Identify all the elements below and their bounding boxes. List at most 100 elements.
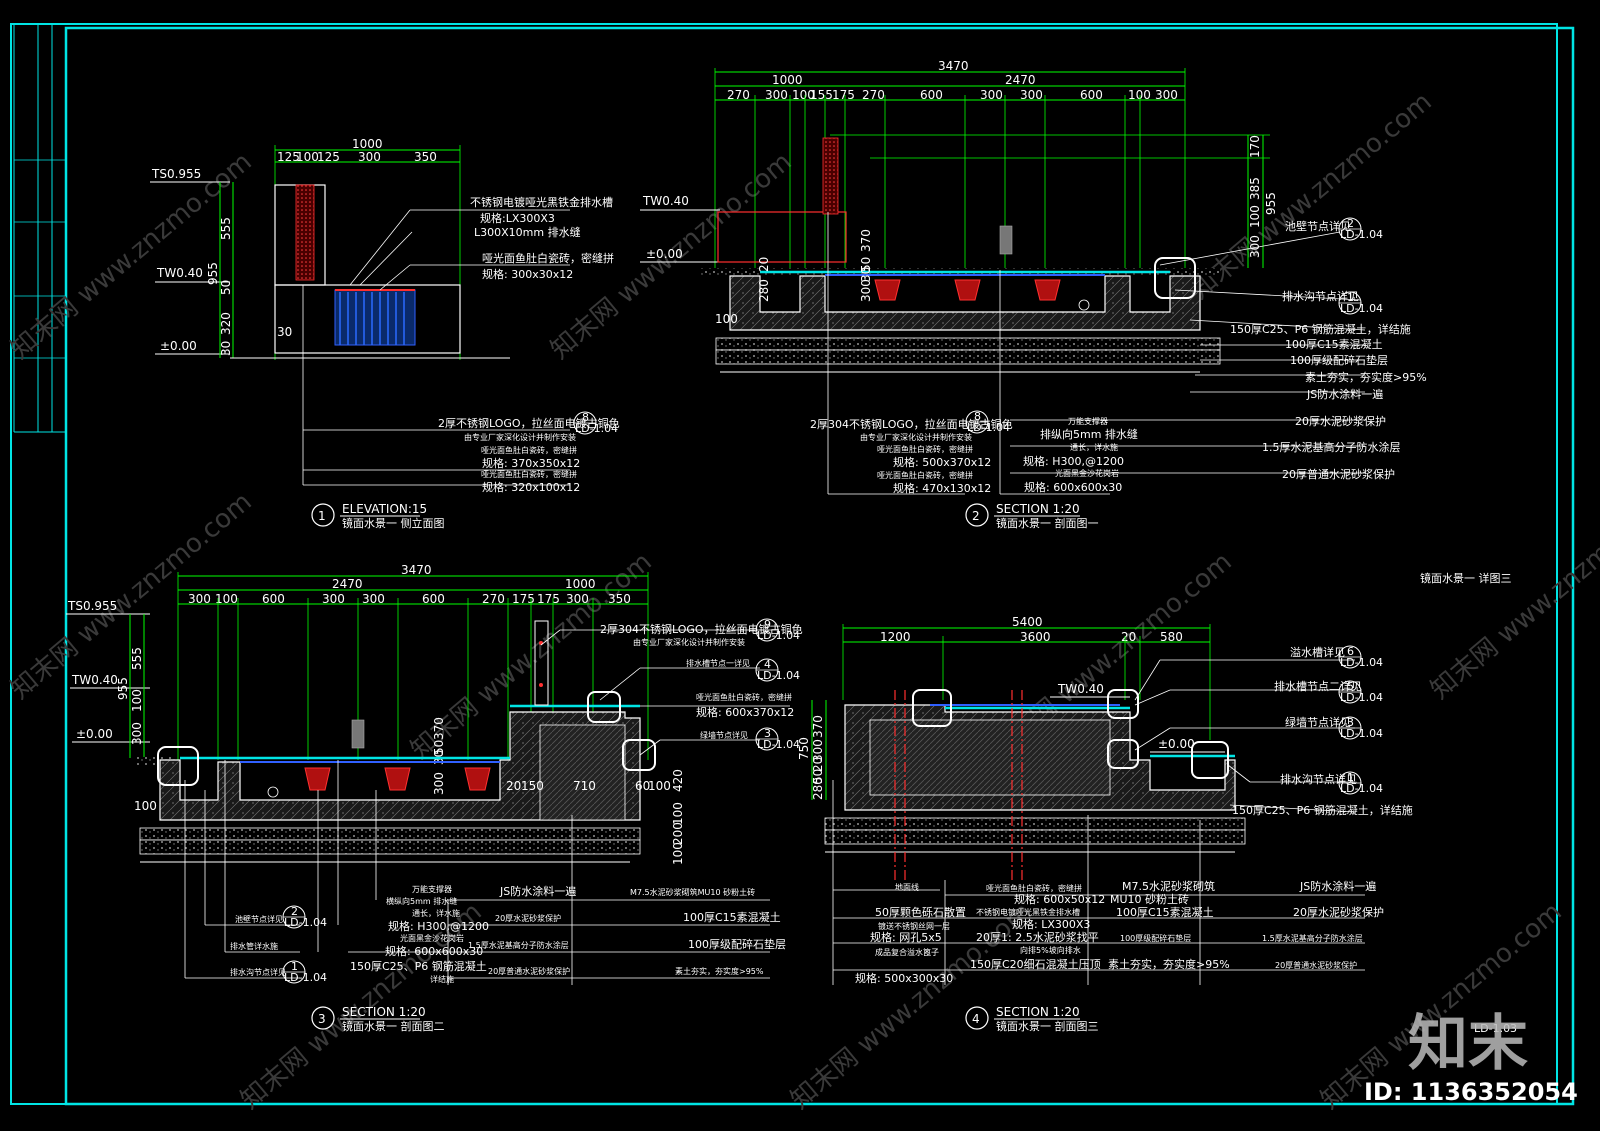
v2-rnote-10: 20厚普通水泥砂浆保护 (1282, 467, 1395, 481)
v2-rdim-300: 300 (1248, 235, 1262, 258)
v2-sub-dim: 300 (765, 88, 788, 102)
v3-sub-dim: 600 (262, 592, 285, 606)
view1-elevation: 1000 125 100 125 300 350 TS0.955 TW0.40 … (150, 137, 620, 530)
v3-bnote-9: JS防水涂料一遍 (499, 884, 576, 898)
v1-callout-5: 哑光面鱼肚白瓷砖，密缝拼 (481, 469, 577, 479)
v2-subtitle: 镜面水景一 剖面图一 (996, 516, 1099, 530)
v1-note-4: 哑光面鱼肚白瓷砖，密缝拼 (482, 251, 614, 265)
v2-ldim-20: 20 (757, 257, 771, 272)
v3-tag2-sheet: LD-1.04 (757, 669, 800, 682)
v3-bnote-15: 100厚级配碎石垫层 (688, 937, 786, 951)
v4-dim-580: 580 (1160, 630, 1183, 644)
v4-bnote-13: 150厚C20细石混凝土压顶 (970, 957, 1101, 971)
v4-dim-3600: 3600 (1020, 630, 1051, 644)
v4-rnote-5: 150厚C25、P6 钢筋混凝土，详结施 (1232, 803, 1413, 817)
v2-title: SECTION 1:20 (996, 502, 1080, 516)
v1-title: ELEVATION:15 (342, 502, 427, 516)
v3-mdim-420: 420 (671, 769, 685, 792)
v4-bnote-5: 成品复合溢水篦子 (875, 947, 939, 957)
v2-bnote-8: 排纵向5mm 排水缝 (1040, 427, 1138, 441)
v2-rnote-1: 池壁节点详见 (1285, 219, 1351, 233)
v3-ldim-955: 955 (116, 677, 130, 700)
v1-level-tw: TW0.40 (156, 266, 203, 280)
v4-ldim-280: 280 (811, 777, 825, 800)
v3-mdim-200: 200 (671, 822, 685, 845)
v2-bnote-2: 由专业厂家深化设计并制作安装 (860, 432, 972, 442)
v2-bnote-1: 2厚304不锈钢LOGO，拉丝面电镀古铜色 (810, 417, 1013, 431)
v3-tag3-num: 3 (764, 727, 771, 740)
v2-rdim-100: 100 (1248, 205, 1262, 228)
v3-level-ts: TS0.955 (67, 599, 117, 613)
v4-bnote-18: 素土夯实，夯实度>95% (1108, 957, 1230, 971)
v2-sub-dim: 100 (1128, 88, 1151, 102)
v2-sub-dim: 600 (1080, 88, 1103, 102)
v1-dim-d: 300 (358, 150, 381, 164)
v1-inner-dim: 30 (277, 325, 292, 339)
v2-tag1-num: 2 (1347, 217, 1354, 230)
v2-tag2-sheet: LD-1.04 (1340, 302, 1383, 315)
v4-dim-1200: 1200 (880, 630, 911, 644)
v2-rnote-8: 20厚水泥砂浆保护 (1295, 414, 1386, 428)
v4-bnote-8: 规格: 600x50x12 (1014, 892, 1105, 906)
v2-bnote-4: 规格: 500x370x12 (893, 455, 991, 469)
v4-tag3-sheet: LD-1.04 (1340, 727, 1383, 740)
v3-lnote-3: 排水沟节点详见 (230, 967, 286, 977)
v4-title: SECTION 1:20 (996, 1005, 1080, 1019)
v4-bnote-4: 规格: 网孔5x5 (870, 930, 942, 944)
v2-rnote-5: 100厚级配碎石垫层 (1290, 353, 1388, 367)
brand-logo: 知末 (1408, 1009, 1528, 1079)
v2-bnote-3: 哑光面鱼肚白瓷砖，密缝拼 (877, 444, 973, 454)
v3-sub-dim: 175 (537, 592, 560, 606)
v3-sub-dim: 300 (322, 592, 345, 606)
v3-bnote-7: 150厚C25、P6 钢筋混凝土 (350, 959, 487, 973)
v3-bnote-1: 万能支撑器 (412, 884, 452, 894)
v2-sub-dim: 155 (810, 88, 833, 102)
v2-sub-dim: 270 (727, 88, 750, 102)
view2-section: 3470 1000 2470 270 300 100 155 175 270 6… (640, 59, 1427, 530)
v2-ldim-50: 50 (859, 257, 873, 272)
v4-bnote-20: 20厚水泥砂浆保护 (1293, 905, 1384, 919)
v2-tag3-num: 8 (974, 410, 981, 423)
v3-mdim-710: 710 (573, 779, 596, 793)
v4-ldim-50: 50 (811, 769, 825, 784)
v3-mdim-100b: 100 (671, 802, 685, 825)
v3-ldim-370: 370 (432, 717, 446, 740)
v3-bnote-2: 横纵向5mm 排水缝 (386, 896, 457, 906)
v2-sub-dim: 270 (862, 88, 885, 102)
v3-mdim-150: 150 (521, 779, 544, 793)
v3-ldim-300b: 300 (432, 772, 446, 795)
v2-tag3-sheet: LD-1.04 (967, 421, 1010, 434)
v2-rdim-385: 385 (1248, 177, 1262, 200)
v2-ldim-300: 300 (859, 279, 873, 302)
v4-tag3-num: 3 (1347, 716, 1354, 729)
v3-bnote-4: 规格: H300,@1200 (388, 919, 489, 933)
v2-bnote-12: 规格: 600x600x30 (1024, 480, 1122, 494)
v2-rnote-7: JS防水涂料一遍 (1306, 387, 1383, 401)
v3-subtitle: 镜面水景一 剖面图二 (342, 1019, 445, 1033)
v4-bnote-19: JS防水涂料一遍 (1299, 879, 1376, 893)
v4-tag2-sheet: LD-1.04 (1340, 691, 1383, 704)
v3-bnote-12: 20厚普通水泥砂浆保护 (488, 966, 570, 976)
v3-level-zero: ±0.00 (76, 727, 113, 741)
v1-callout-6: 规格: 320x100x12 (482, 480, 580, 494)
v3-ldim-50: 50 (432, 740, 446, 755)
v4-level-zero: ±0.00 (1158, 737, 1195, 751)
v1-note-5: 规格: 300x30x12 (482, 267, 573, 281)
v3-title-number: 3 (318, 1012, 326, 1026)
v2-title-number: 2 (972, 509, 980, 523)
v3-rnote-5: 规格: 600x370x12 (696, 705, 794, 719)
v4-tag1-sheet: LD-1.04 (1340, 656, 1383, 669)
v3-sub-dim: 300 (188, 592, 211, 606)
v4-bnote-22: 20厚普通水泥砂浆保护 (1275, 960, 1357, 970)
v3-tag1-num: 9 (764, 618, 771, 631)
v4-bnote-7: 哑光面鱼肚白瓷砖，密缝拼 (986, 883, 1082, 893)
v3-tag5-sheet: LD-1.04 (284, 971, 327, 984)
v3-mdim-100: 100 (648, 779, 671, 793)
v3-sub-dim: 350 (608, 592, 631, 606)
v3-ldim-100: 100 (130, 689, 144, 712)
v2-rnote-3: 150厚C25、P6 钢筋混凝土，详结施 (1230, 322, 1411, 336)
v2-tag2-num: 1 (1347, 291, 1354, 304)
v2-bnote-11: 光面黑金沙花岗岩 (1055, 468, 1119, 478)
v4-rnote-2: 排水槽节点二详见 (1274, 679, 1362, 693)
v1-vdim-30: 30 (219, 341, 233, 356)
